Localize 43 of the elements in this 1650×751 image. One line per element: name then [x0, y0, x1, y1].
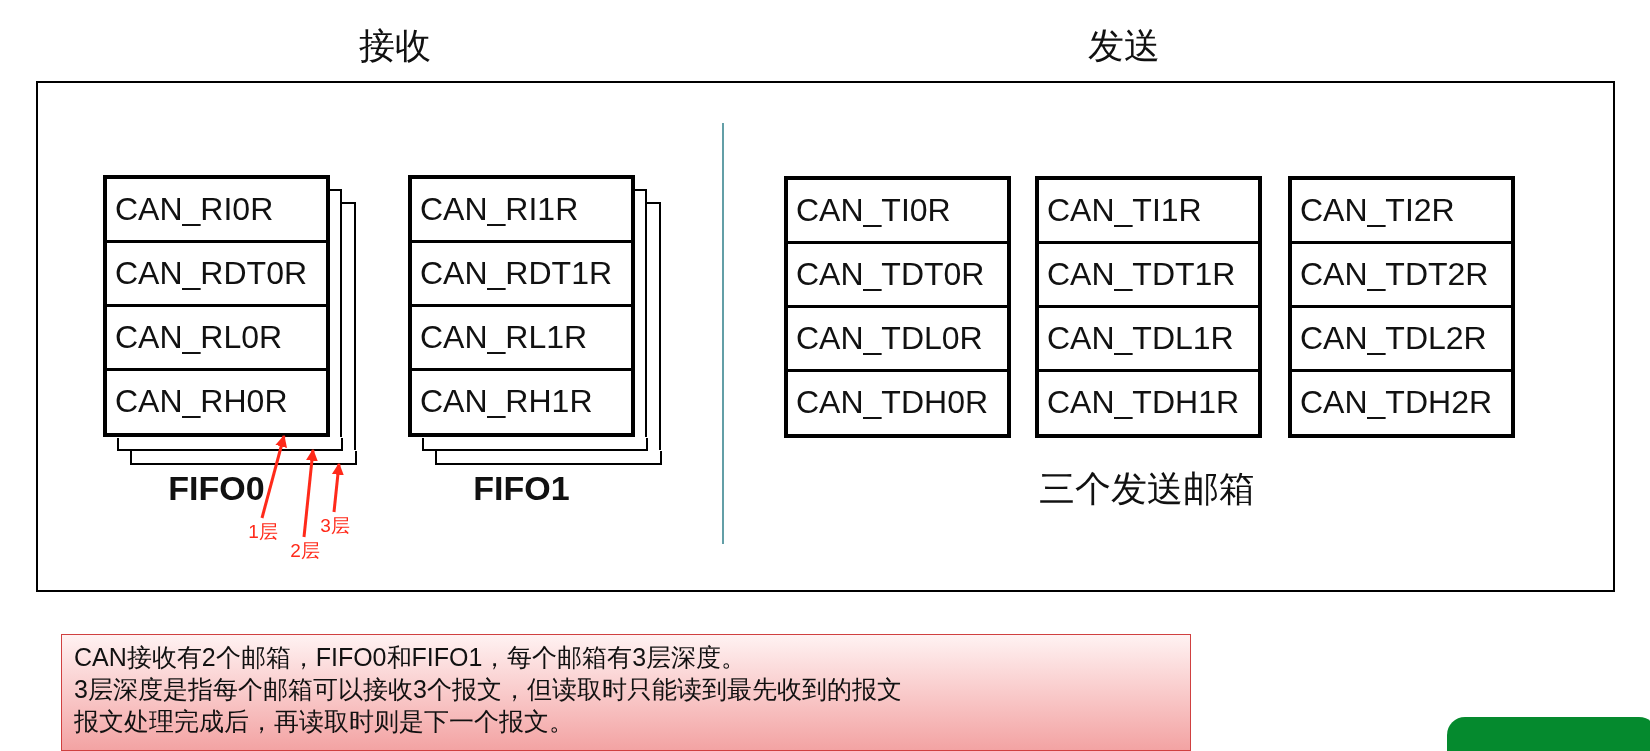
mailbox-layer	[435, 451, 662, 465]
register-row: CAN_TDT2R	[1292, 244, 1511, 308]
register-row: CAN_TDL1R	[1039, 308, 1258, 372]
register-row: CAN_TDH1R	[1039, 372, 1258, 436]
register-row: CAN_RI0R	[107, 179, 326, 243]
register-row: CAN_RI1R	[412, 179, 631, 243]
register-row: CAN_TDH0R	[788, 372, 1007, 436]
mailbox-stack	[1288, 176, 1515, 438]
layer-label: 1层	[245, 519, 281, 545]
register-row: CAN_TDL2R	[1292, 308, 1511, 372]
section-title: 发送	[1088, 24, 1160, 68]
arrow	[331, 462, 344, 513]
register-row: CAN_TI2R	[1292, 180, 1511, 244]
register-row: CAN_TDH2R	[1292, 372, 1511, 436]
register-row: CAN_RL1R	[412, 307, 631, 371]
register-row: CAN_RDT0R	[107, 243, 326, 307]
caption: 三个发送邮箱	[1039, 467, 1255, 511]
arrow	[302, 448, 318, 538]
arrow	[260, 434, 287, 519]
register-row: CAN_TI0R	[788, 180, 1007, 244]
register-row: CAN_TDL0R	[788, 308, 1007, 372]
note-box	[61, 634, 1191, 751]
diagram-frame	[36, 81, 1615, 592]
register-row: CAN_RH0R	[107, 371, 326, 435]
note-text: 报文处理完成后，再读取时则是下一个报文。	[74, 706, 575, 737]
layer-label: 2层	[287, 538, 323, 564]
note-text: CAN接收有2个邮箱，FIFO0和FIFO1，每个邮箱有3层深度。	[74, 642, 748, 673]
mailbox-layer	[130, 451, 357, 465]
note-text: 3层深度是指每个邮箱可以接收3个报文，但读取时只能读到最先收到的报文	[74, 674, 903, 705]
register-row: CAN_RDT1R	[412, 243, 631, 307]
stack-caption: FIFO1	[472, 469, 571, 508]
register-row: CAN_TI1R	[1039, 180, 1258, 244]
register-row: CAN_RH1R	[412, 371, 631, 435]
mailbox-stack	[784, 176, 1011, 438]
stack-caption: FIFO0	[167, 469, 266, 508]
register-row: CAN_TDT1R	[1039, 244, 1258, 308]
register-row: CAN_TDT0R	[788, 244, 1007, 308]
mailbox-stack	[1035, 176, 1262, 438]
register-row: CAN_RL0R	[107, 307, 326, 371]
layer-label: 3层	[317, 513, 353, 539]
mailbox-layer	[117, 438, 343, 451]
mailbox-layer	[422, 438, 648, 451]
section-title: 接收	[359, 24, 431, 68]
